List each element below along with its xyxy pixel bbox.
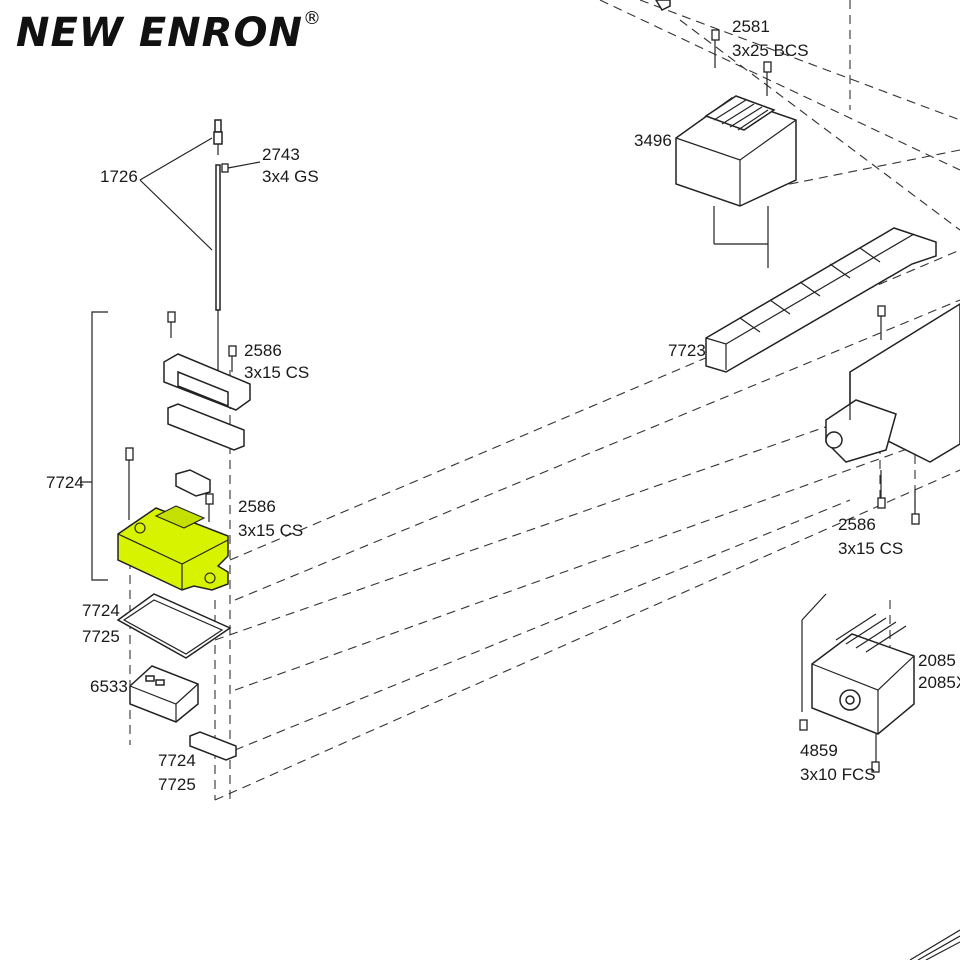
brand-logo: NEW ENRON® [16,8,322,56]
bottom-rail-fragment [909,929,960,961]
chassis-tub-part [825,303,960,525]
label-7725-a: 7725 [82,627,120,646]
assembly-bracket [80,311,108,581]
chassis-rail-7723 [705,227,937,373]
label-7723: 7723 [668,341,706,360]
label-2743: 2743 [262,145,300,164]
antenna-tube-part [139,119,223,372]
label-6533: 6533 [90,677,128,696]
label-1726: 1726 [100,167,138,186]
receiver-box-highlighted [117,447,229,591]
seal-gasket-part [116,593,232,659]
registered-mark: ® [302,8,322,29]
label-4859: 4859 [800,741,838,760]
label-2586-top-spec: 3x15 CS [244,363,309,382]
set-screw-2743 [221,161,261,173]
label-7725-b: 7725 [158,775,196,794]
servo-2085 [799,593,915,773]
label-2586-right-spec: 3x15 CS [838,539,903,558]
top-part-fragment [655,0,671,11]
label-7724-side: 7724 [46,473,84,492]
label-2581: 2581 [732,17,770,36]
brand-name: NEW ENRON [16,10,303,56]
label-2586-mid-spec: 3x15 CS [238,521,303,540]
label-2586-right: 2586 [838,515,876,534]
label-2085: 2085 [918,651,956,670]
label-2586-mid: 2586 [238,497,276,516]
label-2743-spec: 3x4 GS [262,167,319,186]
label-4859-spec: 3x10 FCS [800,765,876,784]
receiver-clamp-part [163,311,251,451]
label-2085x: 2085X [918,673,960,692]
dashed-guide-lines [129,0,960,801]
foam-pad-part [189,731,237,761]
label-2586-top: 2586 [244,341,282,360]
esc-module-3496 [675,29,797,268]
label-3496: 3496 [634,131,672,150]
label-2581-spec: 3x25 BCS [732,41,809,60]
receiver-unit-6533 [129,665,199,723]
label-7724-b: 7724 [158,751,196,770]
label-7724-a: 7724 [82,601,120,620]
